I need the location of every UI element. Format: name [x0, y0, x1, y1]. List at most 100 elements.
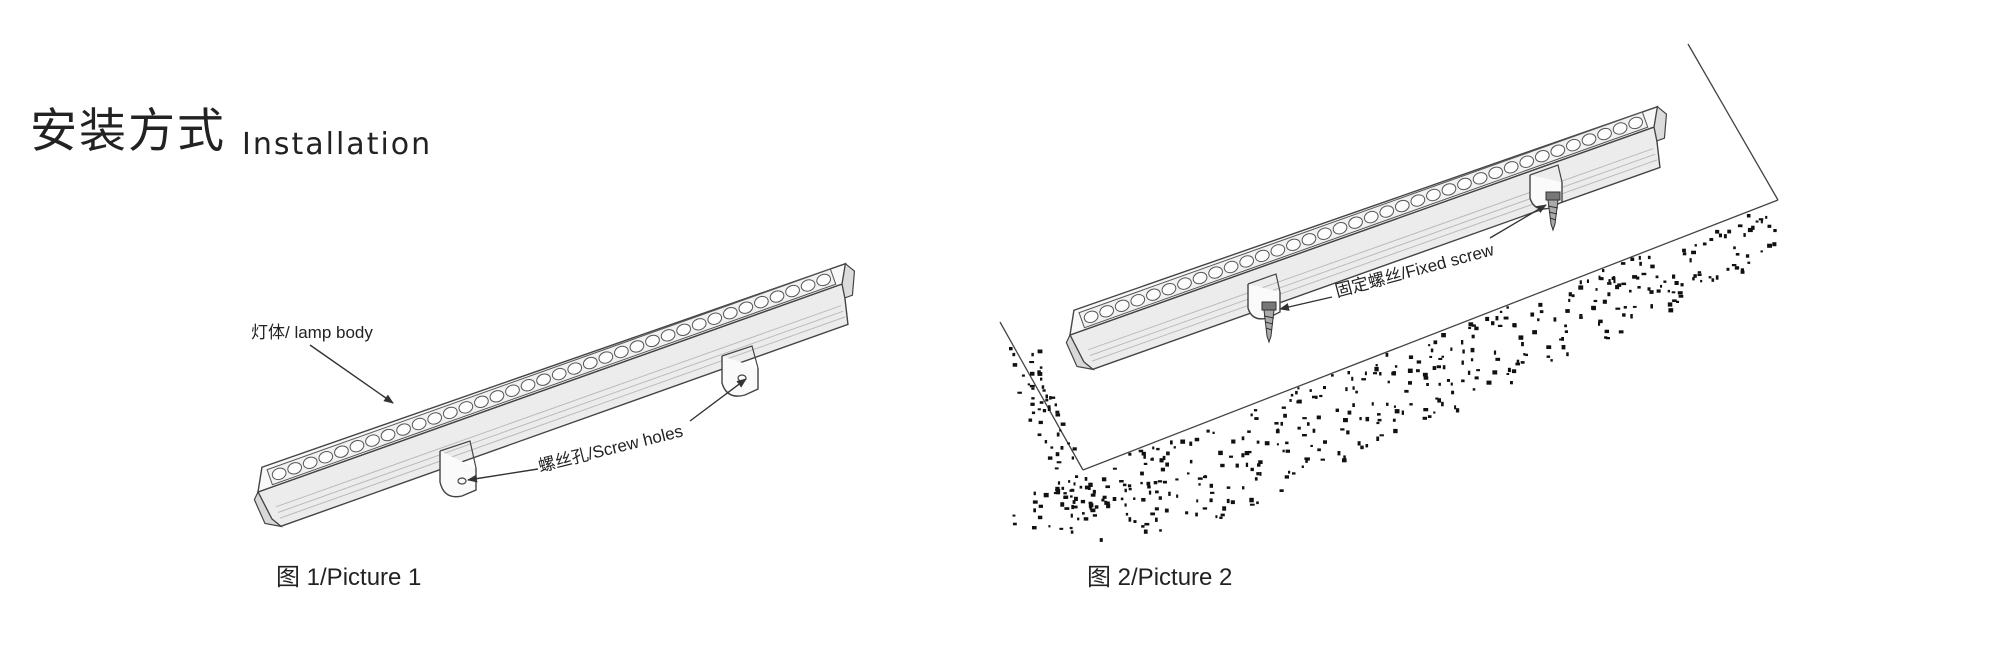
wall-speckle-texture: [1009, 214, 1777, 542]
led-dot: [816, 273, 831, 287]
speckle: [1493, 350, 1497, 355]
speckle: [1441, 355, 1444, 358]
speckle: [1282, 449, 1285, 453]
speckle: [1437, 398, 1441, 403]
speckle: [1030, 402, 1035, 406]
speckle: [1242, 486, 1245, 490]
speckle: [1734, 266, 1740, 270]
speckle: [1028, 418, 1033, 422]
speckle: [1391, 371, 1394, 376]
speckle: [1039, 366, 1043, 369]
speckle: [1401, 410, 1404, 415]
speckle: [1546, 355, 1551, 358]
speckle: [1212, 431, 1215, 434]
speckle: [1450, 347, 1453, 351]
speckle: [1176, 494, 1179, 498]
speckle: [1689, 258, 1692, 263]
speckle: [1276, 428, 1280, 431]
speckle: [1043, 492, 1049, 498]
speckle: [1745, 254, 1750, 258]
speckle: [1241, 453, 1245, 458]
speckle: [1119, 480, 1124, 483]
speckle: [1629, 289, 1632, 293]
speckle: [1274, 422, 1279, 425]
led-dot: [1223, 260, 1239, 274]
speckle: [1012, 352, 1016, 357]
speckle: [1392, 371, 1396, 376]
speckle: [1579, 314, 1583, 317]
speckle: [1559, 338, 1562, 341]
speckle: [1220, 463, 1225, 468]
speckle: [1491, 321, 1495, 326]
speckle: [1215, 515, 1218, 519]
speckle: [1637, 286, 1641, 289]
speckle: [1297, 426, 1301, 430]
speckle: [1042, 409, 1047, 413]
speckle: [1571, 294, 1575, 298]
led-dot: [1099, 305, 1115, 318]
speckle: [1476, 369, 1480, 372]
led-dot: [1239, 255, 1255, 268]
speckle: [1155, 517, 1158, 522]
speckle: [1206, 429, 1210, 433]
speckle: [1106, 501, 1110, 506]
speckle: [1579, 316, 1583, 319]
speckle: [1229, 455, 1233, 458]
speckle: [1048, 525, 1051, 528]
speckle: [1092, 489, 1096, 494]
speckle: [1615, 284, 1620, 290]
speckle: [1082, 512, 1085, 515]
speckle: [1125, 512, 1129, 516]
speckle: [1733, 246, 1736, 250]
speckle: [1564, 330, 1568, 333]
led-row-2: [1083, 116, 1643, 324]
speckle: [1189, 441, 1193, 446]
speckle: [1044, 440, 1048, 444]
speckle: [1080, 499, 1086, 504]
wall-surface-line: [1082, 199, 1779, 471]
speckle: [1446, 379, 1450, 382]
speckle: [1320, 458, 1325, 461]
speckle: [1323, 386, 1326, 390]
lamp-body-2: [1065, 105, 1668, 371]
speckle: [1359, 417, 1362, 421]
speckle: [1068, 480, 1071, 483]
speckle: [1546, 345, 1552, 349]
speckle: [1063, 492, 1067, 495]
led-dot: [1083, 310, 1099, 324]
speckle: [1373, 372, 1377, 375]
speckle: [1032, 526, 1037, 530]
speckle: [1532, 330, 1537, 335]
speckle: [1474, 376, 1479, 380]
speckle: [1718, 233, 1722, 238]
speckle: [1165, 462, 1169, 467]
led-dot: [427, 412, 443, 425]
speckle: [1393, 428, 1398, 434]
speckle: [1650, 264, 1655, 269]
led-dot: [396, 423, 411, 436]
speckle: [1538, 302, 1543, 307]
speckle: [1623, 306, 1627, 309]
speckle: [1133, 520, 1137, 523]
speckle: [1387, 380, 1390, 384]
speckle: [1317, 448, 1321, 452]
speckle: [1063, 495, 1067, 499]
speckle: [1408, 355, 1414, 359]
speckle: [1037, 515, 1043, 520]
speckle: [1598, 319, 1603, 324]
led-dot: [365, 434, 380, 447]
speckle: [1312, 428, 1316, 433]
speckle: [1031, 352, 1034, 357]
speckle: [1041, 385, 1045, 389]
speckle: [1060, 446, 1064, 450]
speckle: [1092, 514, 1097, 517]
speckle: [1343, 418, 1348, 423]
speckle: [1307, 457, 1310, 461]
speckle: [1189, 459, 1193, 464]
speckle: [1153, 481, 1158, 485]
speckle: [1523, 353, 1526, 356]
speckle: [1677, 291, 1683, 295]
speckle: [1428, 344, 1431, 347]
speckle: [1124, 488, 1127, 493]
speckle: [1709, 238, 1714, 241]
